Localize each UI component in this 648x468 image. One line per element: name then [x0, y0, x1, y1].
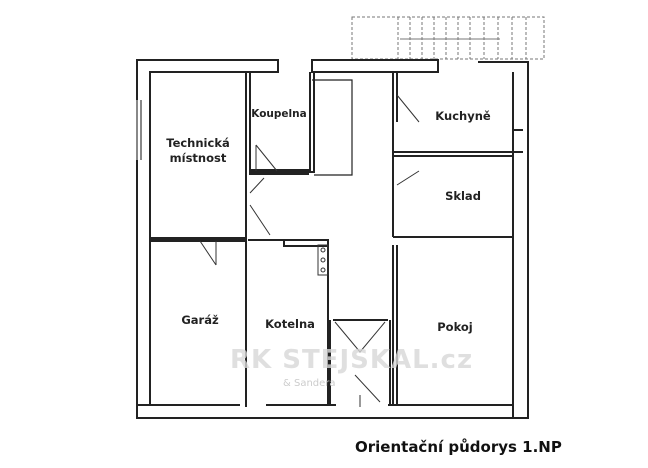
walls: [136, 59, 529, 419]
watermark: RK STEJSKAL.cz: [230, 345, 474, 375]
doors: [199, 94, 420, 407]
exterior-stairs: [351, 16, 545, 60]
watermark-subtitle: & Sandera: [283, 378, 336, 389]
room-label-koupelna: Koupelna: [251, 108, 307, 120]
room-label-kuchyne: Kuchyně: [435, 109, 491, 123]
room-label-sklad: Sklad: [445, 189, 481, 203]
plan-title: Orientační půdorys 1.NP: [355, 438, 562, 456]
room-label-garaz: Garáž: [181, 313, 219, 327]
room-label-kotelna: Kotelna: [265, 317, 315, 331]
room-label-technicka-mistnost: Technická místnost: [166, 136, 230, 165]
room-label-pokoj: Pokoj: [437, 320, 473, 334]
